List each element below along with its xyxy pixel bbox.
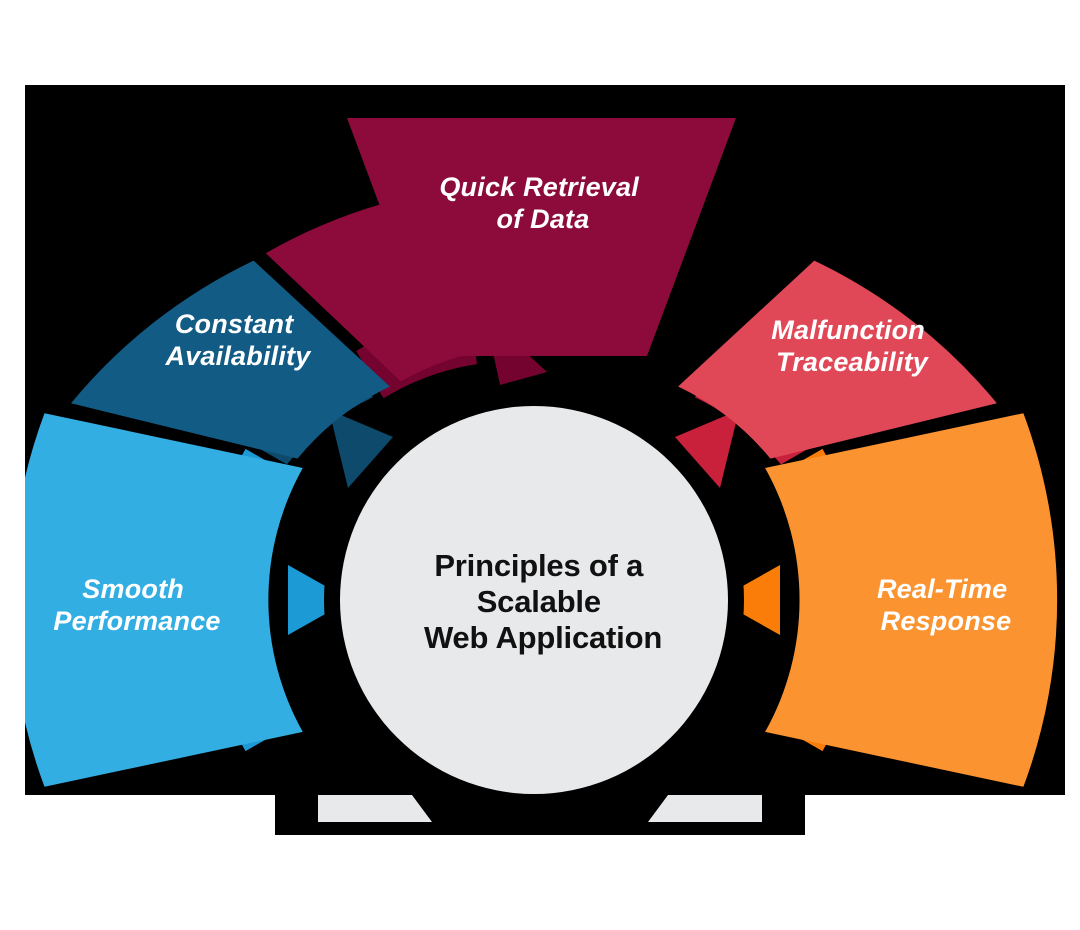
segment-malfunction-traceability[interactable]: Malfunction Traceability xyxy=(678,260,997,459)
segment-quick-retrieval-of-data[interactable]: Quick Retrieval of Data xyxy=(0,0,736,382)
segment-label-real-time-response: Real-Time Response xyxy=(877,574,1015,636)
segment-constant-availability[interactable]: Constant Availability xyxy=(71,260,390,459)
center-circle xyxy=(340,406,728,794)
segment-smooth-performance[interactable]: Smooth Performance xyxy=(11,413,303,787)
segment-label-smooth-performance: Smooth Performance xyxy=(53,574,220,636)
base-notch-left xyxy=(318,795,432,822)
segment-label-quick-retrieval-of-data: Quick Retrieval of Data xyxy=(439,172,646,234)
segment-wedges: Smooth Performance Constant Availability xyxy=(0,0,1058,787)
base-notch-right xyxy=(648,795,762,822)
center-title: Principles of a Scalable Web Application xyxy=(424,548,662,655)
segment-real-time-response[interactable]: Real-Time Response xyxy=(765,413,1058,787)
segment-label-constant-availability: Constant Availability xyxy=(165,309,313,371)
segment-label-malfunction-traceability: Malfunction Traceability xyxy=(771,315,932,377)
center-hub[interactable]: Principles of a Scalable Web Application xyxy=(324,390,744,810)
